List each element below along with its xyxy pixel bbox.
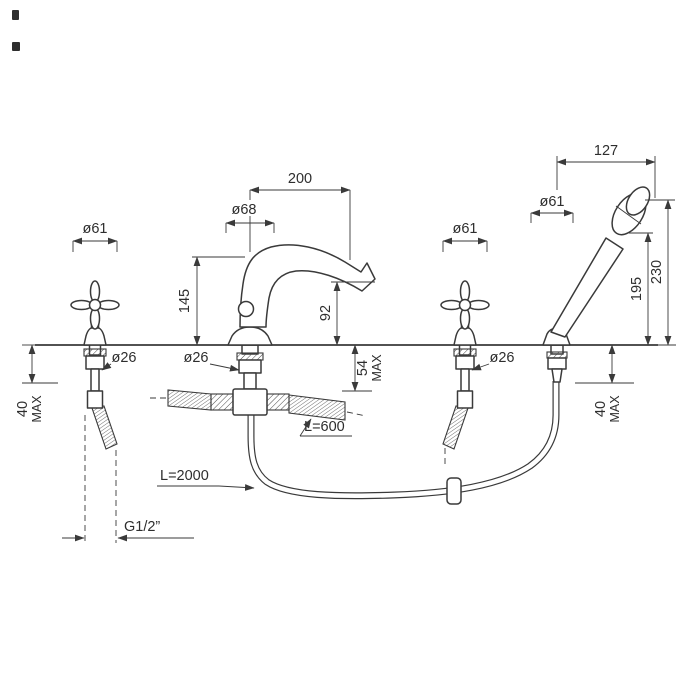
dim-dia61-left: ø61 (72, 221, 118, 252)
hose-long-label: L=2000 (160, 468, 209, 484)
dim-thread-g12: G1/2” (62, 519, 194, 542)
dim-40-left-label: 40 (15, 401, 31, 417)
handshower-underdeck-assembly (546, 344, 568, 383)
dim-dia26-center: ø26 (184, 350, 240, 372)
dim-dia61-right: ø61 (442, 221, 488, 252)
handshower-handle (550, 237, 624, 338)
dia-61-shower-label: ø61 (540, 194, 565, 210)
spout-ball-detail (237, 300, 255, 318)
dim-200-label: 200 (288, 171, 312, 187)
hose-connector (446, 477, 462, 505)
dim-127-label: 127 (594, 143, 618, 159)
dim-145-label: 145 (177, 289, 193, 313)
dim-dia61-shower: ø61 (530, 194, 574, 223)
dia-26-right-label: ø26 (490, 350, 515, 366)
hose-short-label: L=600 (304, 419, 345, 435)
dim-92: 92 (318, 281, 375, 346)
dim-195-label: 195 (629, 277, 645, 301)
dim-dia26-left: ø26 (101, 350, 137, 371)
label-hose-long: L=2000 (157, 468, 255, 491)
dia-68-label: ø68 (232, 202, 257, 218)
tub-spout (227, 244, 376, 346)
dim-40-left-max-label: MAX (30, 395, 44, 423)
dim-dia26-right: ø26 (471, 350, 515, 371)
dia-26-left-label: ø26 (112, 350, 137, 366)
dim-40-right-label: 40 (593, 401, 609, 417)
right-valve-hose (442, 405, 469, 467)
dim-40-max-right: 40 MAX (575, 344, 634, 423)
dim-195: 195 (629, 232, 653, 346)
dia-61-right-label: ø61 (453, 221, 478, 237)
dim-54-max-label: MAX (370, 354, 384, 382)
dim-40-max-left: 40 MAX (15, 344, 58, 423)
dim-54-max: 54 MAX (342, 344, 384, 392)
supply-hose-right (288, 394, 346, 421)
dim-dia68: ø68 (222, 200, 275, 233)
supply-hose-left (167, 389, 212, 411)
dia-26-center-label: ø26 (184, 350, 209, 366)
dim-230-label: 230 (649, 260, 665, 284)
dia-61-left-label: ø61 (83, 221, 108, 237)
dim-200: 200 (249, 171, 351, 260)
dim-127: 127 (556, 143, 656, 198)
spout-underdeck-assembly (149, 344, 367, 421)
corner-marks (12, 10, 20, 51)
dim-92-label: 92 (318, 305, 334, 321)
handshower (542, 186, 651, 346)
dim-54-label: 54 (355, 360, 371, 376)
dim-230: 230 (645, 199, 675, 346)
handshower-face (625, 186, 651, 216)
shower-hose-long (247, 381, 560, 505)
thread-label: G1/2” (124, 519, 160, 535)
left-valve-hose (84, 405, 118, 543)
dim-145: 145 (177, 256, 245, 346)
label-hose-short: L=600 (299, 418, 352, 437)
dim-40-right-max-label: MAX (608, 395, 622, 423)
